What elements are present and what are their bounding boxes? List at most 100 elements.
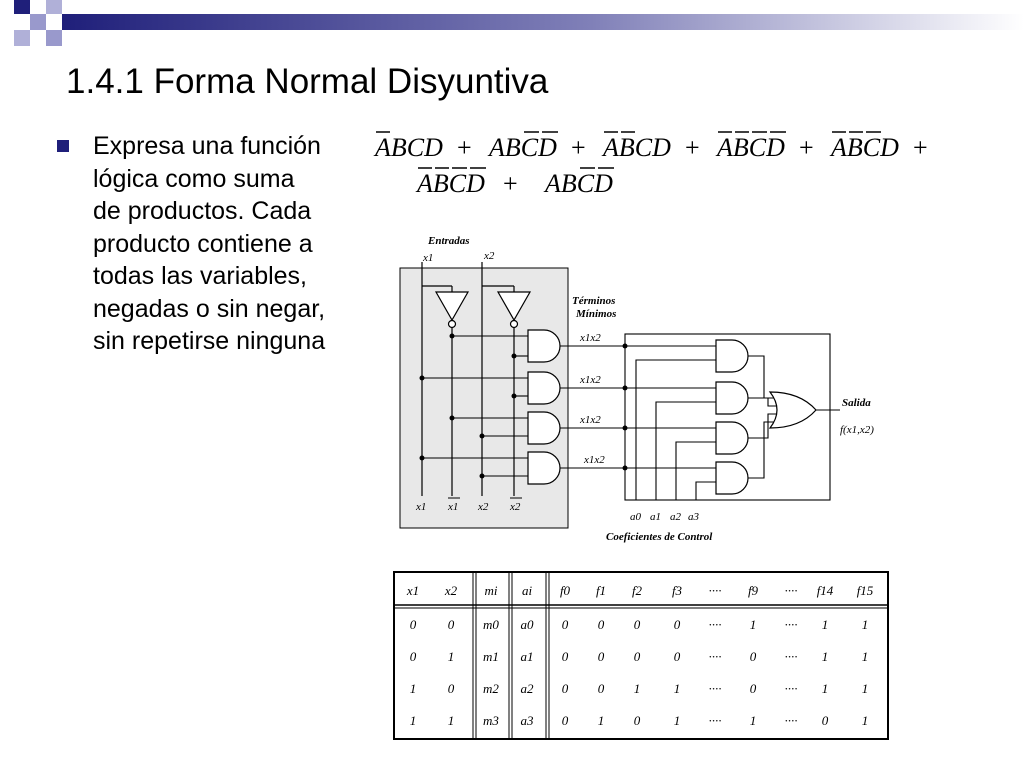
coef-a1-label: a1 [650,511,661,523]
table-header-cell: f14 [817,583,834,598]
table-cell: 1 [410,681,417,696]
table-cell: 1 [410,713,417,728]
table-cell: 0 [562,617,569,632]
table-header-cell: mi [485,583,498,598]
output-expression: f(x1,x2) [840,424,874,436]
table-header-cell: ai [522,583,533,598]
coef-a0-label: a0 [630,511,642,523]
slide-title: 1.4.1 Forma Normal Disyuntiva [66,62,549,101]
table-cell: 1 [750,617,757,632]
table-cell: 0 [634,649,641,664]
table-header-cell: ···· [709,583,722,598]
table-cell: ···· [709,713,722,728]
table-cell: ···· [709,649,722,664]
table-cell: 0 [750,681,757,696]
table-cell: 1 [822,649,829,664]
table-cell: m0 [483,617,499,632]
table-cell: a2 [521,681,535,696]
table-cell: 0 [674,649,681,664]
table-cell: 0 [562,713,569,728]
logic-circuit-diagram: Entradas Términos Mínimos Salida f(x1,x2… [399,235,874,543]
table-cell: m1 [483,649,499,664]
table-header-cell: x2 [444,583,458,598]
table-cell: 0 [634,617,641,632]
minterms-label-2: Mínimos [575,308,616,320]
table-cell: 1 [862,713,869,728]
control-coefficients-label: Coeficientes de Control [606,531,713,543]
table-cell: 1 [674,681,681,696]
table-header-cell: f2 [632,583,643,598]
formula-term: ABCD [601,133,671,162]
table-cell: 0 [750,649,757,664]
table-cell: 0 [448,617,455,632]
table-header-cell: ···· [785,583,798,598]
table-cell: ···· [709,617,722,632]
formula-plus: + [457,133,472,162]
formula-term: ABCD [829,133,899,162]
minterm-0-label: x1x2 [579,332,601,344]
coef-a3-label: a3 [688,511,700,523]
formula-term: ABCD [543,169,613,198]
table-cell: a0 [521,617,535,632]
table-cell: 1 [598,713,605,728]
formula-term: ABCD [715,133,785,162]
table-cell: ···· [709,681,722,696]
table-cell: a3 [521,713,535,728]
minterms-label-1: Términos [572,295,615,307]
formula-term: ABCD [487,133,557,162]
table-cell: 1 [862,681,869,696]
table-header-cell: f3 [672,583,683,598]
truth-table: x1 x2 mi ai f0 f1 f2 f3 ···· f9 ···· f14 f15 0 0 m0 a0 0 0… [393,571,889,740]
bottom-label-x2-negated: x2 [509,501,521,513]
table-cell: 0 [448,681,455,696]
input-x1-label: x1 [422,252,433,264]
table-cell: m3 [483,713,499,728]
bullet-text: Expresa una función lógica como suma de … [93,132,326,355]
coef-a2-label: a2 [670,511,682,523]
table-cell: a1 [521,649,534,664]
table-cell: 1 [634,681,641,696]
table-cell: ···· [785,617,798,632]
table-cell: 0 [410,649,417,664]
table-header-cell: x1 [406,583,419,598]
table-cell: m2 [483,681,499,696]
table-cell: ···· [785,681,798,696]
formula-plus: + [571,133,586,162]
minterm-2-label: x1x2 [579,414,601,426]
bottom-label-x1-negated: x1 [447,501,458,513]
formula-plus: + [503,169,518,198]
table-cell: 1 [822,681,829,696]
header-decoration [14,0,1024,46]
table-header-cell: f15 [857,583,874,598]
table-cell: 1 [750,713,757,728]
table-cell: ···· [785,713,798,728]
table-cell: ···· [785,649,798,664]
formula-term: ABCD [373,133,443,162]
table-header-cell: f9 [748,583,759,598]
bottom-label-x2: x2 [477,501,489,513]
table-header-cell: f0 [560,583,571,598]
table-cell: 1 [448,649,455,664]
table-cell: 0 [634,713,641,728]
table-cell: 0 [822,713,829,728]
bullet-square-icon [57,140,69,152]
table-cell: 0 [410,617,417,632]
table-cell: 1 [448,713,455,728]
formula-plus: + [913,133,928,162]
table-cell: 1 [862,649,869,664]
table-cell: 0 [674,617,681,632]
formula-plus: + [799,133,814,162]
table-cell: 0 [598,649,605,664]
table-cell: 1 [822,617,829,632]
formula-term: ABCD [415,169,485,198]
table-header-cell: f1 [596,583,606,598]
input-x2-label: x2 [483,250,495,262]
minterm-1-label: x1x2 [579,374,601,386]
table-cell: 0 [598,617,605,632]
output-label: Salida [842,397,871,409]
table-cell: 0 [562,649,569,664]
table-cell: 0 [598,681,605,696]
inputs-label: Entradas [427,235,470,247]
table-cell: 1 [674,713,681,728]
boolean-formula: ABCD+ABCD+ABCD+ABCD+ABCD+ ABCD+ABCD [373,131,928,198]
